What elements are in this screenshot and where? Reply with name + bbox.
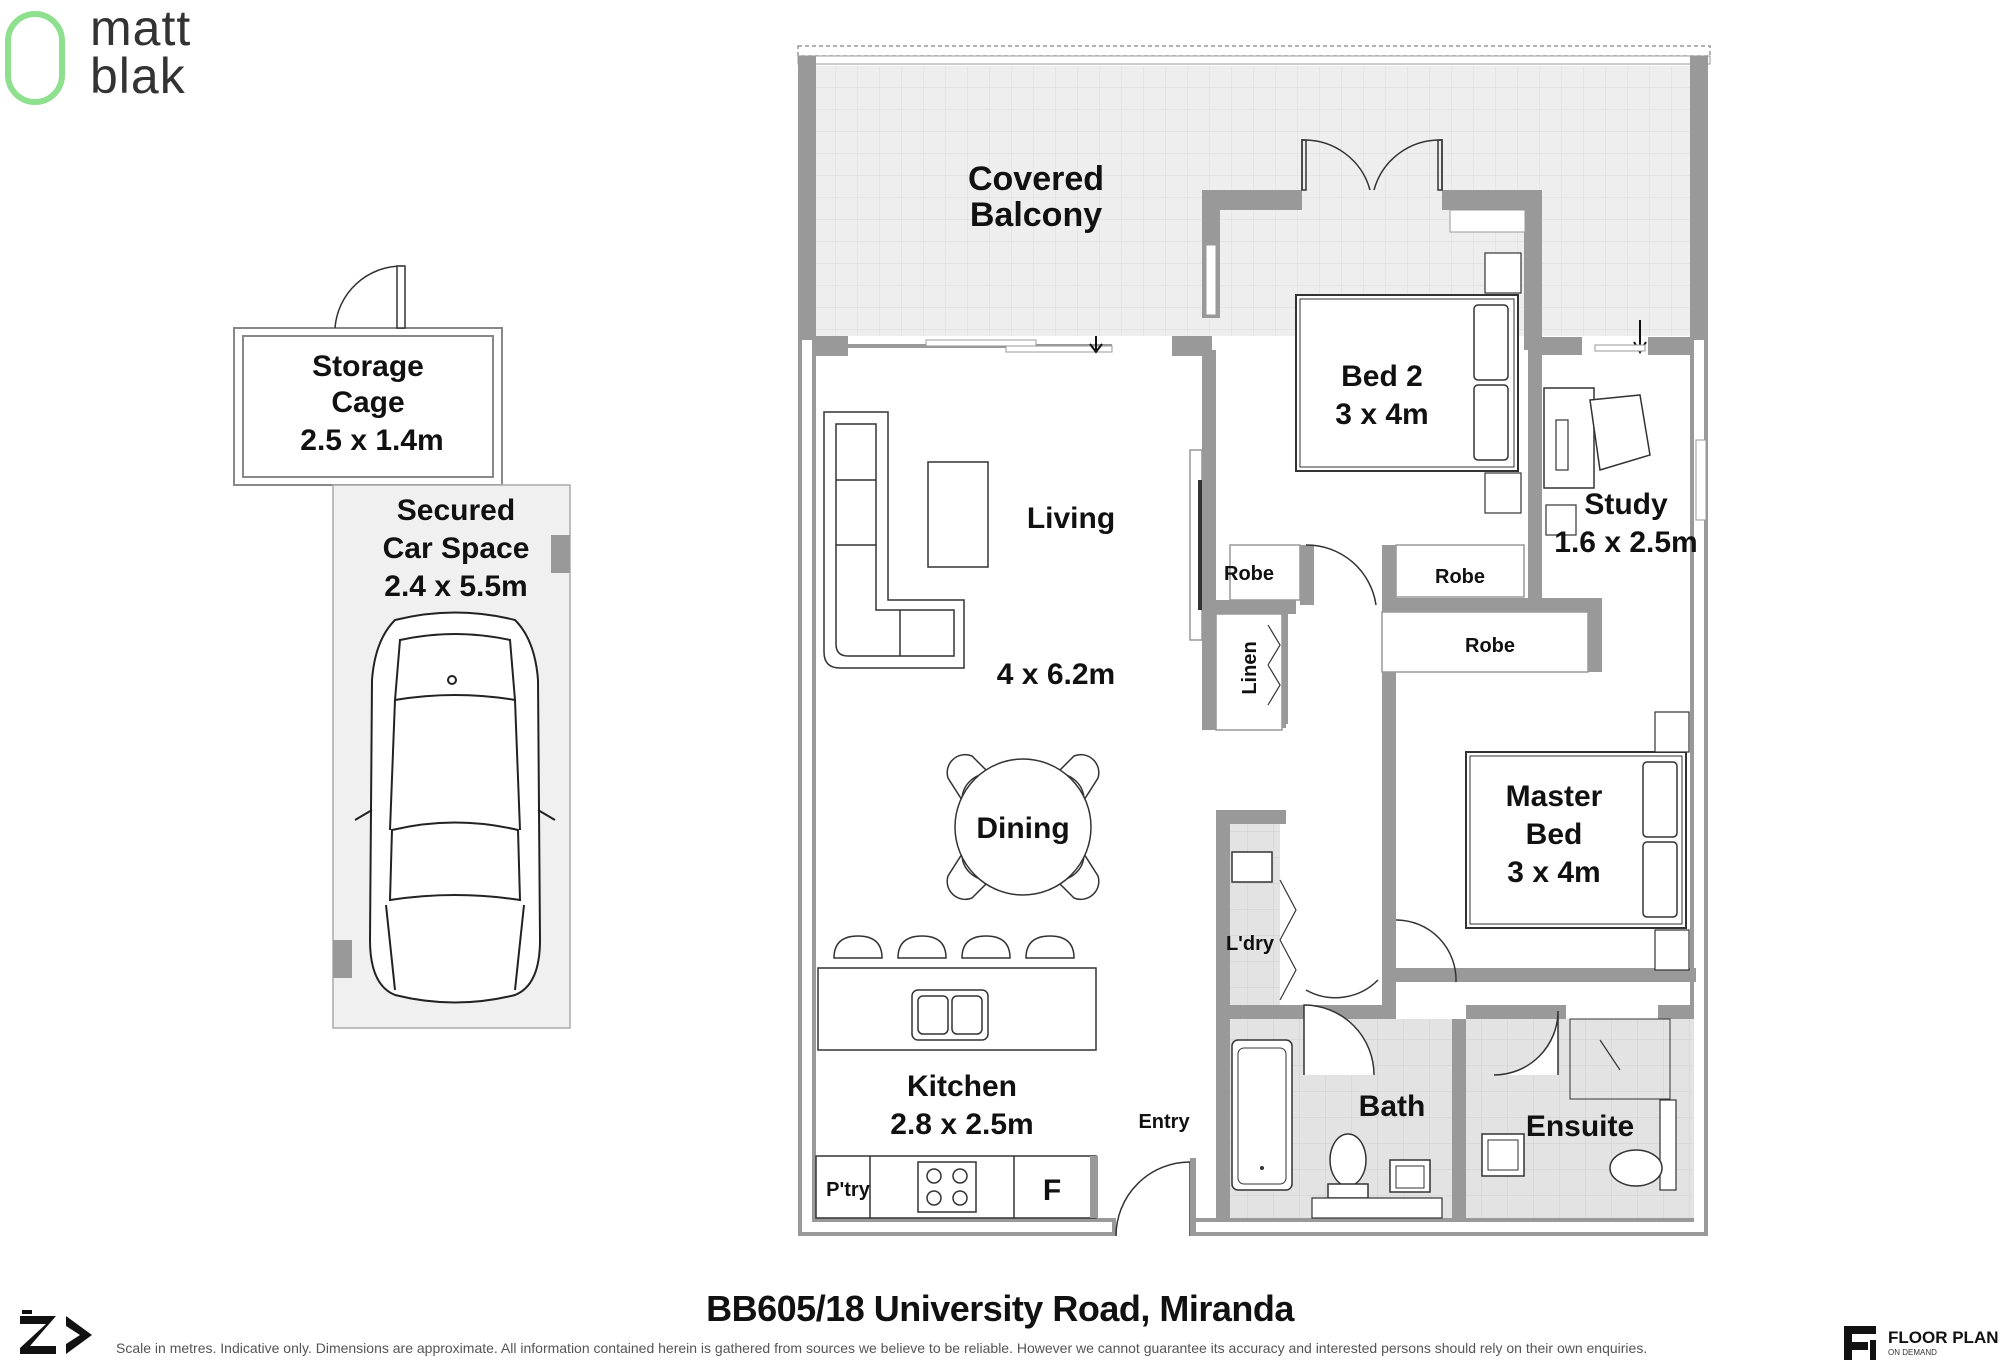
label-bed2-dims: 3 x 4m bbox=[1335, 398, 1428, 431]
label-kitchen: Kitchen bbox=[907, 1070, 1017, 1103]
label-robe-3: Robe bbox=[1465, 635, 1515, 657]
label-study: Study bbox=[1584, 488, 1668, 521]
label-fridge: F bbox=[1043, 1174, 1061, 1207]
label-living: Living bbox=[1027, 502, 1115, 535]
disclaimer-text: Scale in metres. Indicative only. Dimens… bbox=[116, 1340, 1648, 1356]
brand-line-1: matt bbox=[90, 0, 192, 56]
label-car-dims: 2.4 x 5.5m bbox=[384, 570, 527, 603]
label-storage-1: Storage bbox=[312, 350, 424, 383]
label-balcony-2: Balcony bbox=[970, 196, 1102, 234]
label-balcony-1: Covered bbox=[968, 160, 1104, 198]
brand-logo-text: matt blak bbox=[90, 0, 192, 104]
apartment bbox=[797, 45, 1711, 1237]
coffee-table bbox=[927, 461, 989, 568]
brand-logo-mark bbox=[5, 11, 65, 105]
label-storage-dims: 2.5 x 1.4m bbox=[300, 424, 443, 457]
label-laundry: L'dry bbox=[1226, 933, 1275, 955]
label-linen: Linen bbox=[1239, 641, 1261, 694]
storage-cage bbox=[233, 265, 503, 486]
label-bed2: Bed 2 bbox=[1341, 360, 1423, 393]
label-master-2: Bed bbox=[1526, 818, 1583, 851]
label-master-dims: 3 x 4m bbox=[1507, 856, 1600, 889]
entry-door bbox=[1115, 1161, 1191, 1237]
label-dining: Dining bbox=[976, 812, 1069, 845]
label-entry: Entry bbox=[1138, 1111, 1190, 1133]
kitchen-bench bbox=[815, 1155, 1098, 1219]
label-kitchen-dims: 2.8 x 2.5m bbox=[890, 1108, 1033, 1141]
brand-line-2: blak bbox=[90, 48, 186, 104]
label-storage-2: Cage bbox=[331, 386, 404, 419]
kitchen-island bbox=[817, 935, 1097, 1051]
label-robe-1: Robe bbox=[1224, 563, 1274, 585]
floor-plan-brand-sub: ON DEMAND bbox=[1888, 1348, 1937, 1357]
property-address: BB605/18 University Road, Miranda bbox=[706, 1288, 1294, 1329]
label-ensuite: Ensuite bbox=[1526, 1110, 1634, 1143]
label-car-2: Car Space bbox=[383, 532, 530, 565]
z-logo-icon bbox=[20, 1310, 92, 1354]
floor-plan-brand-text: FLOOR PLAN bbox=[1888, 1328, 1999, 1347]
dining-table-icon bbox=[946, 753, 1100, 901]
label-pantry: P'try bbox=[826, 1179, 871, 1201]
brand-logo: matt blak bbox=[0, 0, 240, 110]
floor-plan-on-demand-logo: FLOOR PLAN ON DEMAND bbox=[1842, 1322, 2000, 1362]
sofa-icon bbox=[823, 411, 965, 669]
label-living-dims: 4 x 6.2m bbox=[997, 658, 1115, 691]
bed2-double-door bbox=[1301, 139, 1443, 191]
floor-plan-logo-icon bbox=[1844, 1326, 1876, 1360]
label-bath: Bath bbox=[1359, 1090, 1426, 1123]
label-study-dims: 1.6 x 2.5m bbox=[1554, 526, 1697, 559]
label-car-1: Secured bbox=[397, 494, 515, 527]
car-icon bbox=[354, 611, 556, 1004]
label-master-1: Master bbox=[1506, 780, 1603, 813]
label-robe-2: Robe bbox=[1435, 566, 1485, 588]
car-space bbox=[332, 484, 571, 1029]
storage-door bbox=[334, 265, 403, 329]
